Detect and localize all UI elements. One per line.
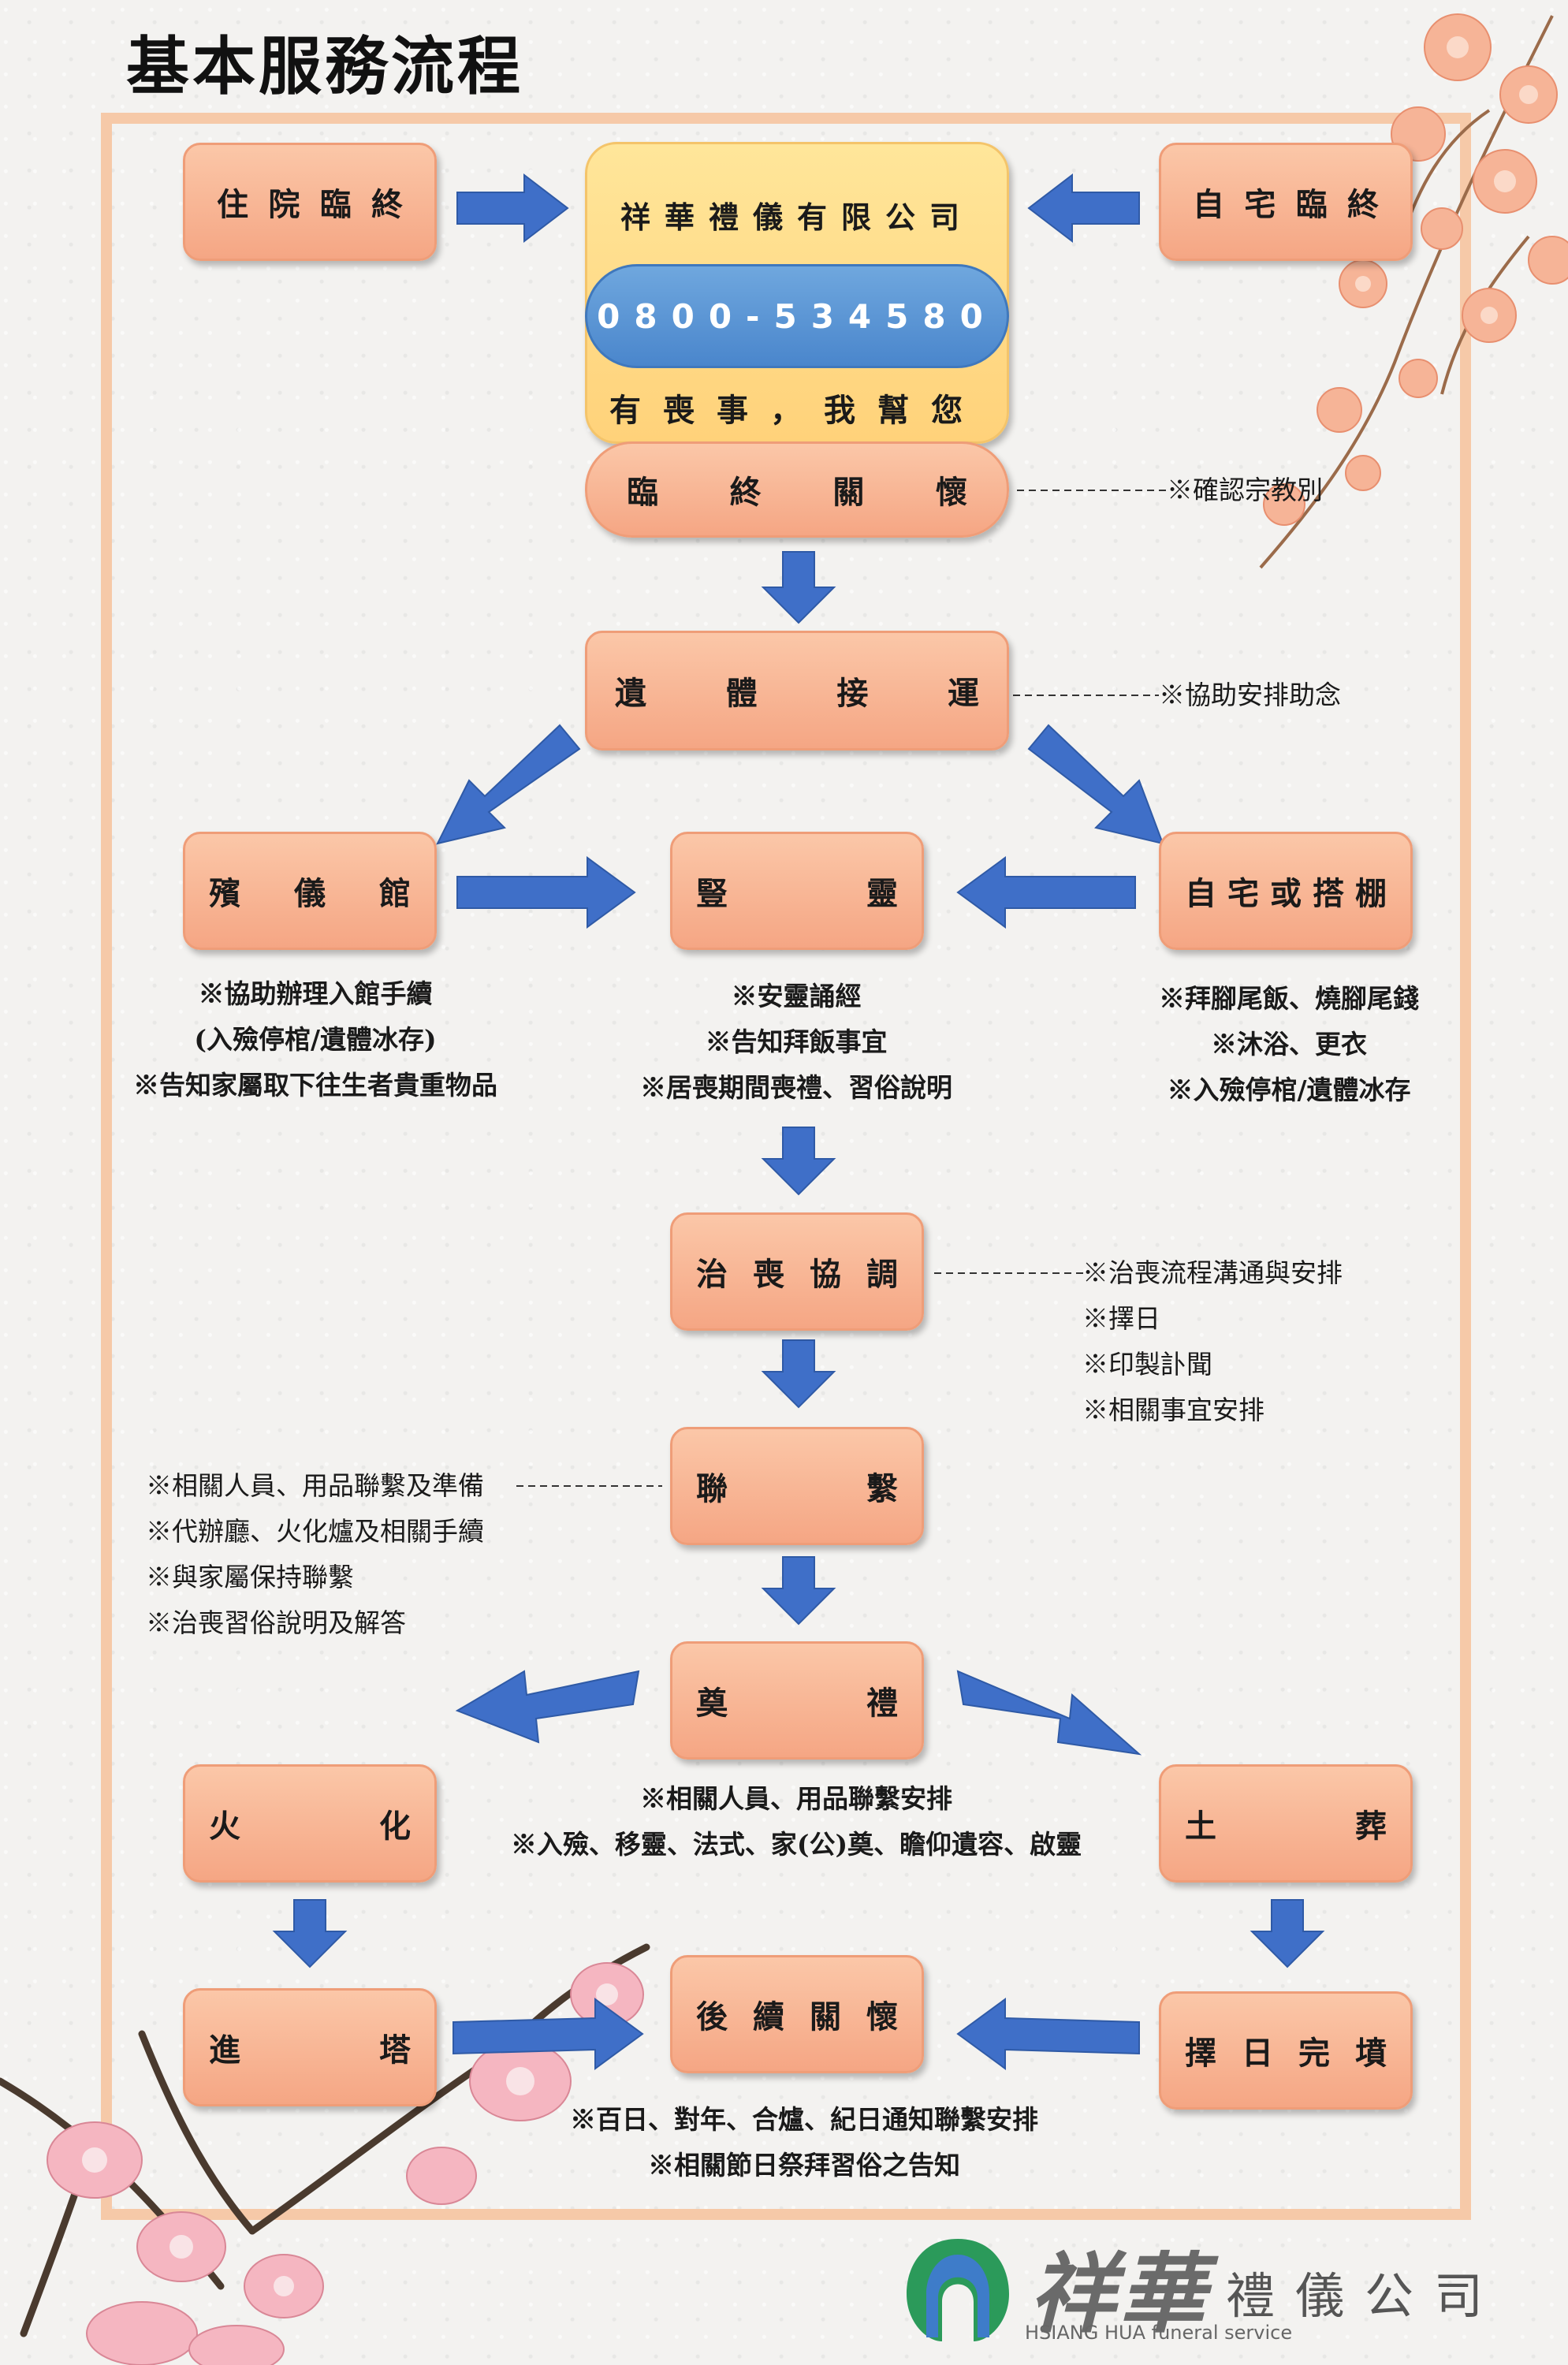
note-altar: ※安靈誦經 ※告知拜飯事宜 ※居喪期間喪禮、習俗說明 — [640, 981, 952, 1103]
arrow-transport-to-funeral-home — [436, 724, 581, 845]
box-follow-up-care: 後續關懷 — [670, 1955, 924, 2073]
note-care: ※確認宗教別 — [1167, 475, 1323, 505]
box-end-of-life-care: 臨終關懷 — [585, 441, 1009, 538]
box-home-death: 自宅臨終 — [1159, 143, 1413, 261]
company-logo-icon — [907, 2239, 1009, 2341]
logo-english-text: HSIANG HUA funeral service — [1025, 2322, 1293, 2344]
arrow-coordination-to-contact — [761, 1339, 836, 1409]
arrow-tower-to-follow-up — [453, 1998, 644, 2070]
company-name: 祥華禮儀有限公司 — [620, 199, 974, 235]
arrow-tomb-to-follow-up — [956, 1998, 1140, 2070]
logo-suffix-text: 禮儀公司 — [1226, 2267, 1504, 2325]
company-slogan: 有喪事，我幫您 — [609, 392, 985, 429]
box-funeral-home: 殯儀館 — [183, 832, 437, 950]
box-funeral-coordination: 治喪協調 — [670, 1212, 924, 1331]
arrow-transport-to-home-tent — [1027, 724, 1164, 845]
blossom-decoration-bottom-left — [0, 1943, 650, 2365]
box-cremation: 火化 — [183, 1764, 437, 1883]
arrow-contact-to-ceremony — [761, 1556, 836, 1626]
box-burial: 土葬 — [1159, 1764, 1413, 1883]
arrow-home-to-company — [1027, 173, 1140, 244]
arrow-home-tent-to-altar — [956, 856, 1136, 929]
box-set-up-altar: 豎靈 — [670, 832, 924, 950]
note-contact: ※相關人員、用品聯繫及準備 ※代辦廳、火化爐及相關手續 ※與家屬保持聯繫 ※治喪… — [146, 1470, 484, 1638]
note-coordination: ※治喪流程溝通與安排 ※擇日 ※印製訃聞 ※相關事宜安排 — [1082, 1257, 1343, 1425]
page-title: 基本服務流程 — [126, 30, 523, 103]
note-follow-up: ※百日、對年、合爐、紀日通知聯繫安排 ※相關節日祭拜習俗之告知 — [570, 2104, 1038, 2181]
box-enter-tower: 進塔 — [183, 1988, 437, 2106]
arrow-funeral-home-to-altar — [456, 856, 636, 929]
company-phone[interactable]: 0800-534580 — [585, 264, 1009, 368]
arrow-ceremony-to-cremation — [455, 1670, 640, 1744]
note-transport: ※協助安排助念 — [1159, 680, 1341, 710]
note-funeral-home: ※協助辦理入館手續 (入殮停棺/遺體冰存) ※告知家屬取下往生者貴重物品 — [133, 978, 497, 1101]
arrow-cremation-to-tower — [272, 1899, 348, 1968]
diagram-frame — [101, 113, 1471, 2220]
arrow-care-to-transport — [761, 551, 836, 624]
box-tomb-completion: 擇日完墳 — [1159, 1991, 1413, 2110]
arrow-ceremony-to-burial — [956, 1670, 1142, 1756]
box-home-or-tent: 自宅或搭棚 — [1159, 832, 1413, 950]
box-contact: 聯繫 — [670, 1427, 924, 1545]
arrow-burial-to-tomb — [1250, 1899, 1325, 1968]
logo-mark-text: 祥華 — [1029, 2243, 1209, 2345]
box-hospital-death: 住院臨終 — [183, 143, 437, 261]
box-memorial-ceremony: 奠禮 — [670, 1641, 924, 1760]
arrow-altar-to-coordination — [761, 1127, 836, 1196]
blossom-decoration-top-right — [1259, 13, 1568, 569]
box-body-transport: 遺體接運 — [585, 631, 1009, 750]
note-home-tent: ※拜腳尾飯、燒腳尾錢 ※沐浴、更衣 ※入殮停棺/遺體冰存 — [1159, 983, 1419, 1105]
note-ceremony: ※相關人員、用品聯繫安排 ※入殮、移靈、法式、家(公)奠、瞻仰遺容、啟靈 — [510, 1783, 1082, 1860]
arrow-hospital-to-company — [456, 173, 569, 244]
